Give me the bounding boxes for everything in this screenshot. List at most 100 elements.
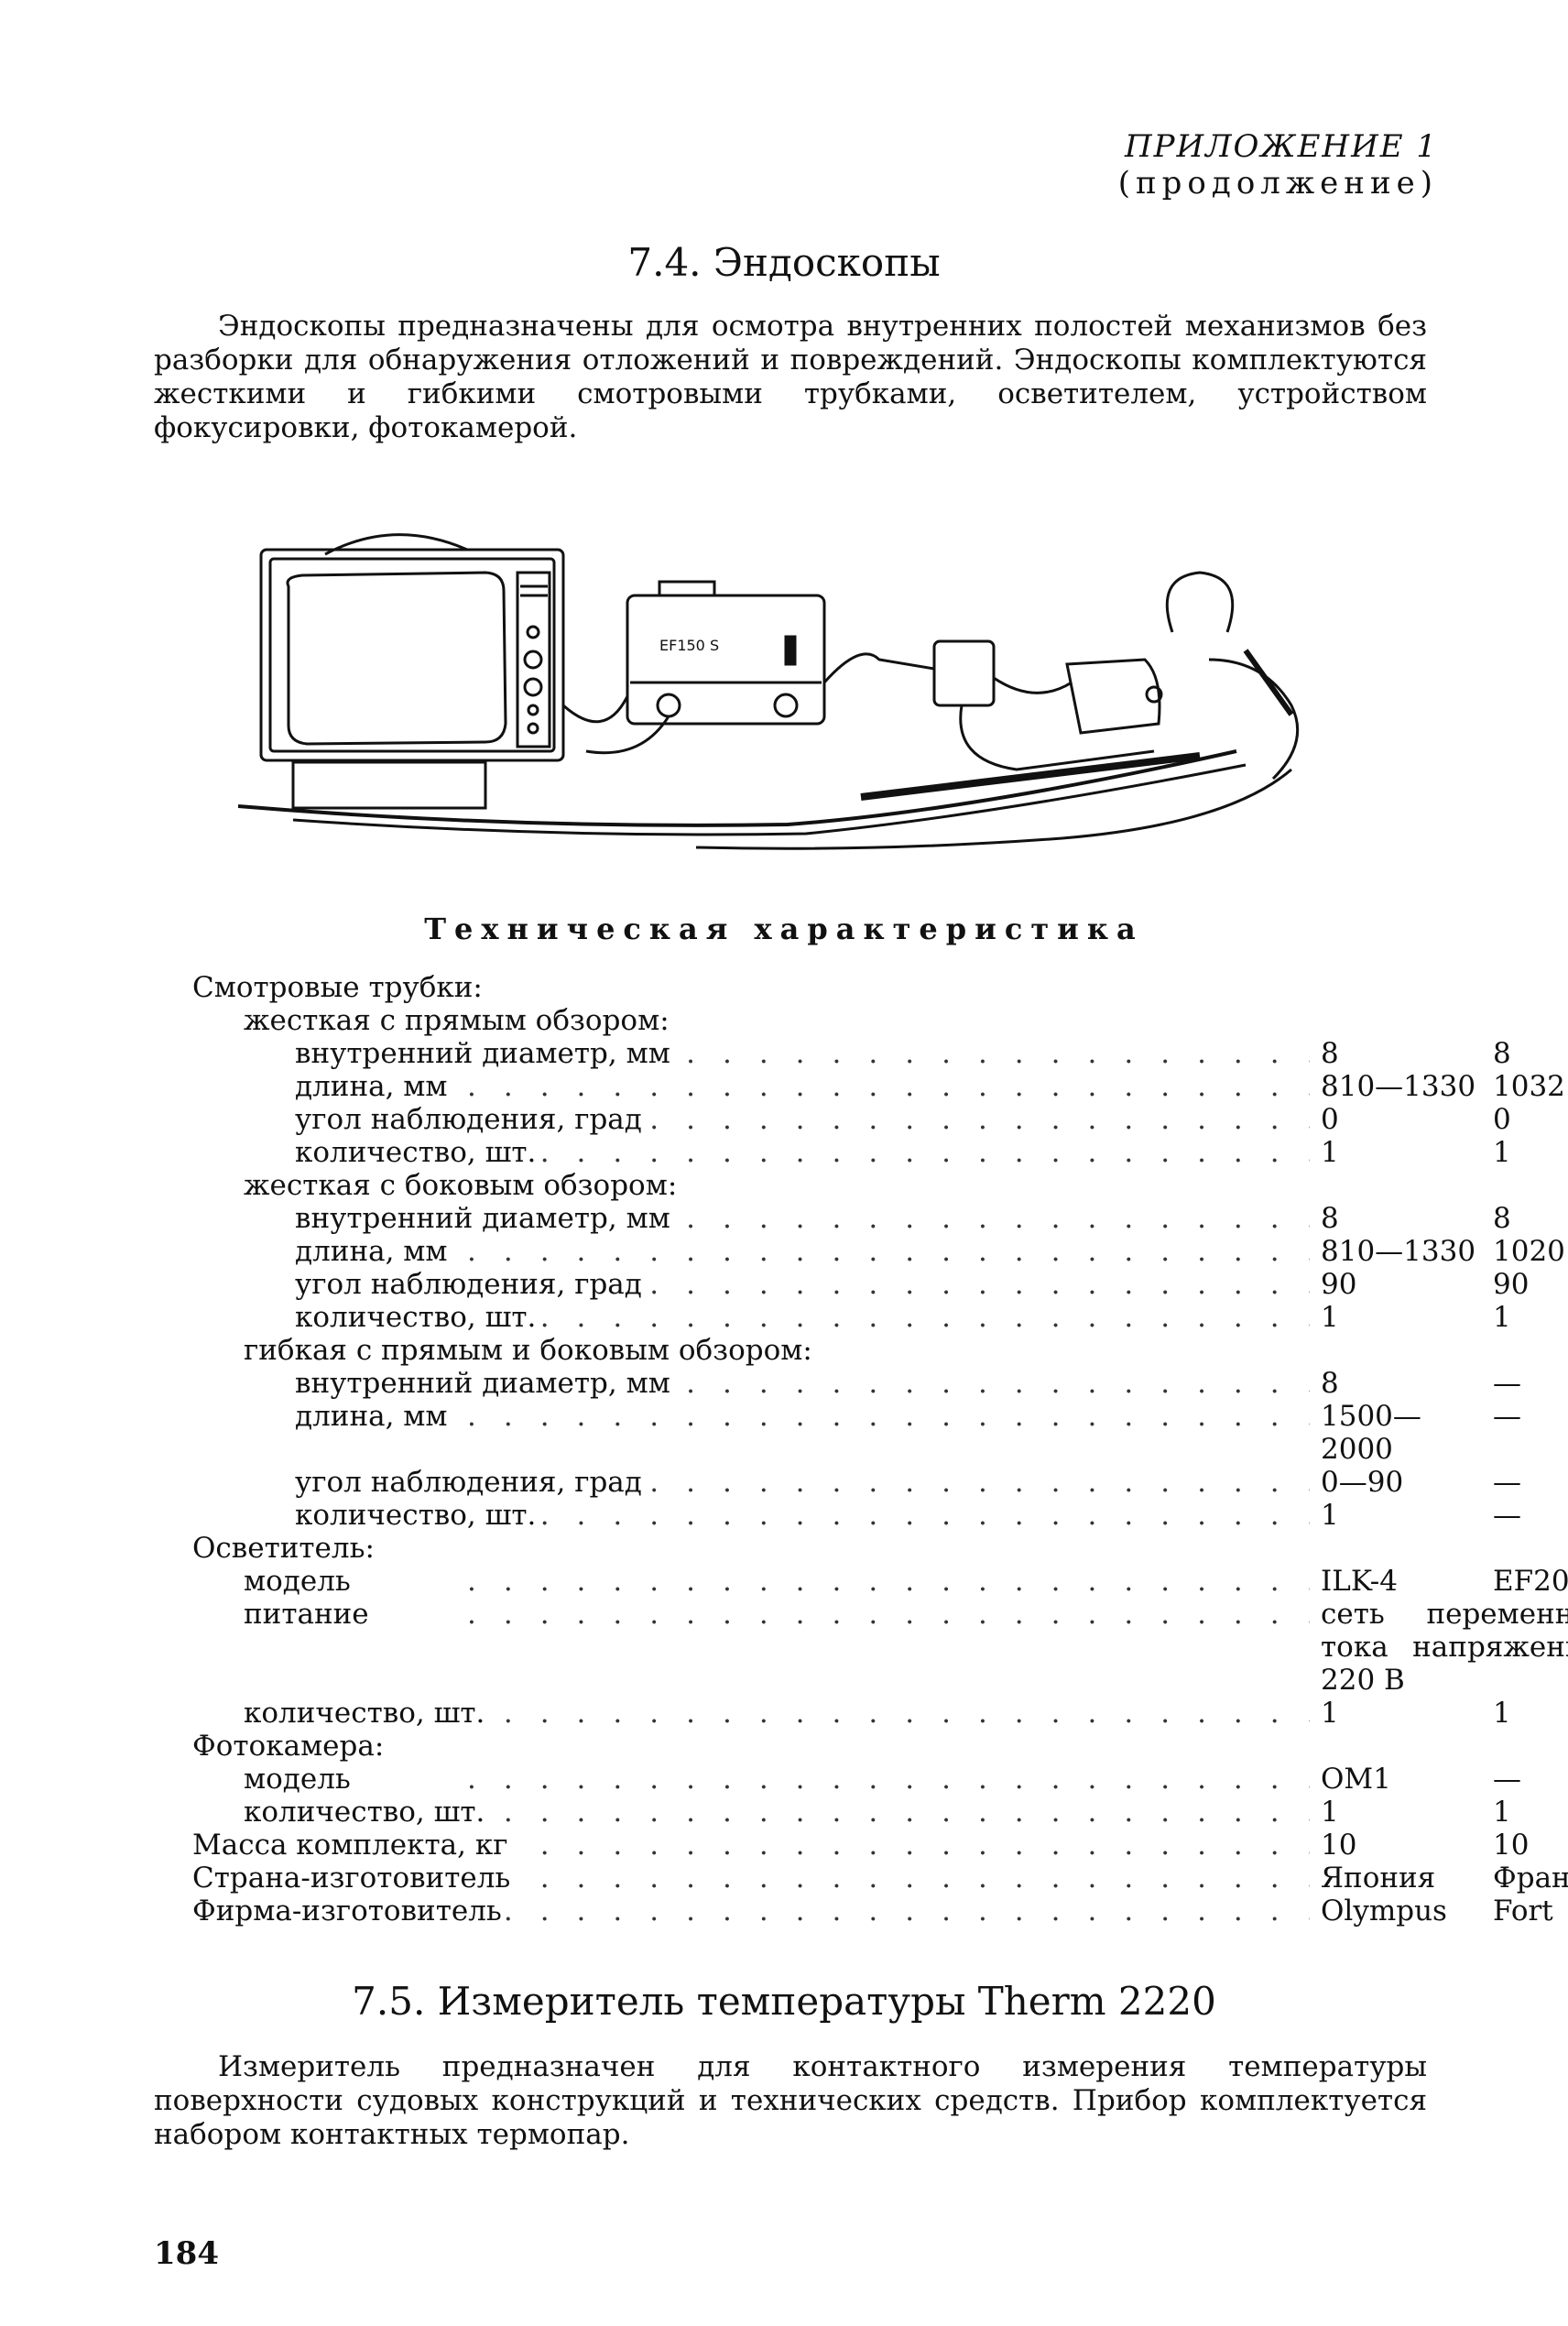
spec-row: ........................................… — [192, 1268, 1529, 1301]
spec-value-1: Olympus — [1321, 1895, 1447, 1927]
spec-label: угол наблюдения, град — [295, 1103, 646, 1136]
spec-label: питание — [244, 1598, 373, 1631]
leader-dots: ........................................ — [467, 1763, 1310, 1796]
spec-value-1: 1 — [1321, 1499, 1339, 1532]
spec-row: ........................................… — [192, 1499, 1521, 1532]
spec-value-1: 810—1330 — [1321, 1070, 1476, 1103]
endoscope-illustration: EF150 S — [238, 533, 1300, 850]
spec-value-1: 8 — [1321, 1202, 1339, 1235]
spec-row: ........................................… — [192, 1763, 1521, 1796]
spec-label: угол наблюдения, град — [295, 1466, 646, 1499]
spec-value-1: 0—90 — [1321, 1466, 1404, 1499]
spec-label: Смотровые трубки: — [192, 971, 486, 1004]
spec-label: количество, шт. — [244, 1796, 489, 1829]
spec-label: количество, шт. — [244, 1697, 489, 1730]
spec-value-2: 1 — [1493, 1136, 1511, 1169]
spec-label: Фирма-изготовитель — [192, 1895, 506, 1927]
leader-dots: ........................................ — [467, 1862, 1310, 1895]
spec-row: ........................................… — [192, 1862, 1568, 1895]
spec-value-2: — — [1493, 1499, 1521, 1532]
spec-row: ........................................… — [192, 1565, 1568, 1598]
spec-value-1: 0 — [1321, 1103, 1339, 1136]
spec-value-2: 90 — [1493, 1268, 1530, 1301]
spec-label: длина, мм — [295, 1235, 452, 1268]
spec-row: ........................................… — [192, 1301, 1511, 1334]
spec-row: ........................................… — [192, 1367, 1521, 1400]
spec-label: модель — [244, 1565, 354, 1598]
spec-label: внутренний диаметр, мм — [295, 1037, 674, 1070]
spec-label: Масса комплекта, кг — [192, 1829, 512, 1862]
spec-value-wide: сеть переменного тока напряжением 220 В — [1321, 1598, 1568, 1697]
spec-value-2: 10 — [1493, 1829, 1530, 1862]
spec-value-1: 8 — [1321, 1037, 1339, 1070]
spec-value-1: 1 — [1321, 1697, 1339, 1730]
leader-dots: ........................................ — [467, 1796, 1310, 1829]
spec-row: жесткая с прямым обзором: — [192, 1004, 1475, 1037]
spec-value-1: 810—1330 — [1321, 1235, 1476, 1268]
device-label-text: EF150 S — [659, 637, 719, 654]
section-7-5-title: 7.5. Измеритель температуры Therm 2220 — [352, 1979, 1216, 2024]
spec-row: жесткая с боковым обзором: — [192, 1169, 1475, 1202]
spec-label: количество, шт. — [295, 1301, 540, 1334]
spec-value-2: — — [1493, 1367, 1521, 1400]
spec-label: внутренний диаметр, мм — [295, 1202, 674, 1235]
spec-value-2: — — [1493, 1466, 1521, 1499]
spec-label: длина, мм — [295, 1400, 452, 1433]
leader-dots: ........................................ — [467, 1565, 1310, 1598]
spec-label: жесткая с прямым обзором: — [244, 1004, 673, 1037]
spec-label: гибкая с прямым и боковым обзором: — [244, 1334, 816, 1367]
spec-value-1: 10 — [1321, 1829, 1357, 1862]
spec-value-1: 1500—2000 — [1321, 1400, 1421, 1466]
spec-label: Осветитель: — [192, 1532, 378, 1565]
spec-value-2: Fort — [1493, 1895, 1553, 1927]
spec-value-2: 8 — [1493, 1202, 1511, 1235]
spec-value-2: 1020 — [1493, 1235, 1565, 1268]
spec-value-1: 1 — [1321, 1796, 1339, 1829]
control-unit-drawing: EF150 S — [626, 580, 826, 726]
spec-row: Осветитель: — [192, 1532, 1475, 1565]
spec-value-2: 1 — [1493, 1301, 1511, 1334]
page-number: 184 — [154, 2235, 219, 2272]
leader-dots: ........................................ — [467, 1301, 1310, 1334]
leader-dots: ........................................ — [467, 1895, 1310, 1927]
leader-dots: ........................................ — [467, 1235, 1310, 1268]
monitor-drawing — [259, 533, 565, 810]
spec-value-2: 1032 — [1493, 1070, 1565, 1103]
spec-label: количество, шт. — [295, 1136, 540, 1169]
leader-dots: ........................................ — [467, 1136, 1310, 1169]
spec-row: ........................................… — [192, 1070, 1565, 1103]
spec-value-1: 90 — [1321, 1268, 1357, 1301]
spec-row: гибкая с прямым и боковым обзором: — [192, 1334, 1475, 1367]
spec-value-1: ILK-4 — [1321, 1565, 1398, 1598]
viewing-tubes-drawing — [238, 749, 1292, 850]
spec-value-1: OM1 — [1321, 1763, 1391, 1796]
spec-value-2: 1 — [1493, 1697, 1511, 1730]
leader-dots: ........................................ — [467, 1598, 1310, 1631]
spec-row: ........................................… — [192, 1103, 1511, 1136]
spec-row: ........................................… — [192, 1037, 1511, 1070]
spec-value-1: 1 — [1321, 1136, 1339, 1169]
cables-drawing — [562, 649, 1300, 781]
leader-dots: ........................................ — [467, 1697, 1310, 1730]
leader-dots: ........................................ — [467, 1499, 1310, 1532]
spec-value-1: 8 — [1321, 1367, 1339, 1400]
spec-label: количество, шт. — [295, 1499, 540, 1532]
section-7-5-text: Измеритель предназначен для контактного … — [154, 2050, 1427, 2151]
spec-row: ........................................… — [192, 1136, 1511, 1169]
light-source-drawing — [932, 571, 1235, 735]
spec-label: жесткая с боковым обзором: — [244, 1169, 681, 1202]
section-7-4-title: 7.4. Эндоскопы — [627, 240, 941, 285]
spec-row: ........................................… — [192, 1235, 1565, 1268]
spec-value-2: EF200S — [1493, 1565, 1568, 1598]
spec-value-2: 8 — [1493, 1037, 1511, 1070]
spec-row: ........................................… — [192, 1400, 1521, 1466]
spec-row: ........................................… — [192, 1796, 1511, 1829]
spec-value-2: — — [1493, 1400, 1521, 1433]
appendix-title: ПРИЛОЖЕНИЕ 1 — [1124, 128, 1438, 165]
spec-value-2: 0 — [1493, 1103, 1511, 1136]
appendix-continued: (продолжение) — [1117, 165, 1438, 202]
specs-title: Техническая характеристика — [424, 912, 1144, 946]
spec-row: ........................................… — [192, 1202, 1511, 1235]
spec-label: модель — [244, 1763, 354, 1796]
spec-label: Фотокамера: — [192, 1730, 388, 1763]
